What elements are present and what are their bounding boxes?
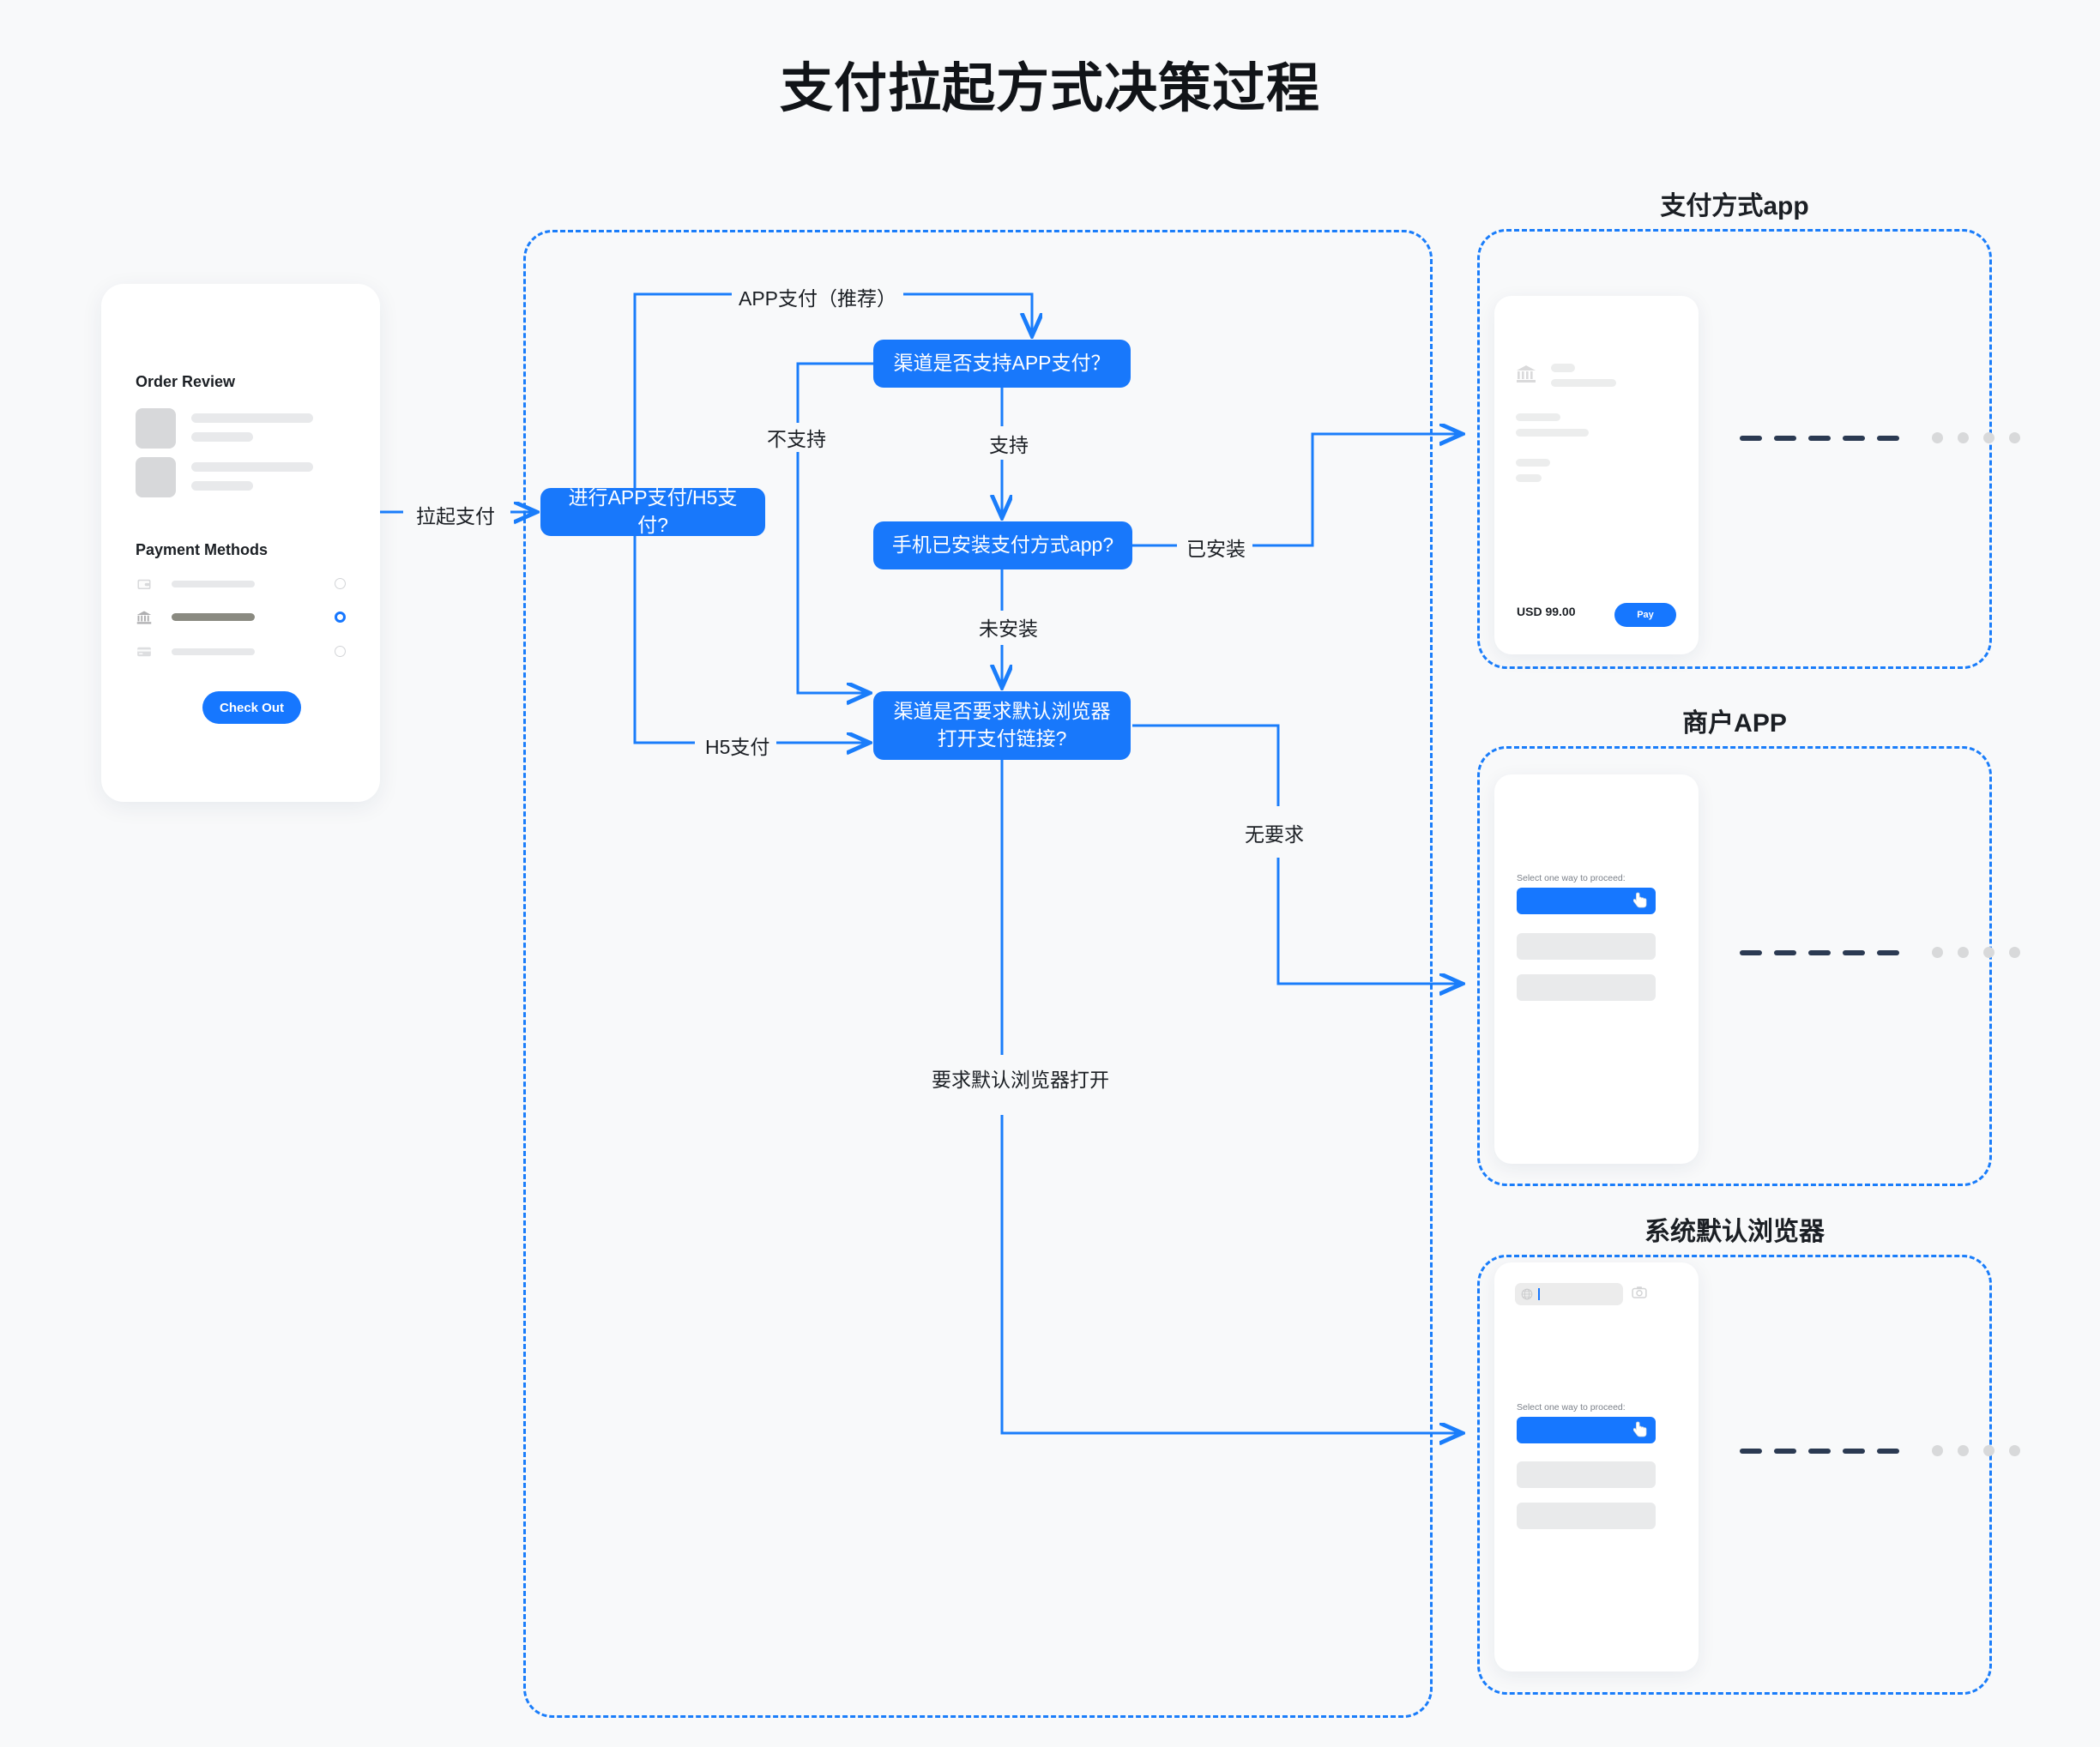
dot [1958, 1445, 1969, 1456]
order-item-line [191, 462, 313, 472]
placeholder-line [1516, 459, 1550, 467]
decorative-dashes-dots-payapp [1740, 432, 2035, 443]
edge-label-no-requirement: 无要求 [1238, 818, 1311, 847]
primary-option-button[interactable] [1517, 888, 1656, 914]
dash [1877, 435, 1899, 441]
payment-methods-title: Payment Methods [136, 541, 269, 558]
flow-node-start[interactable]: 进行APP支付/H5支付? [540, 486, 765, 536]
placeholder-line [1551, 379, 1616, 387]
dot [2009, 947, 2020, 958]
payment-method-radio[interactable] [335, 578, 346, 589]
payment-method-row[interactable] [136, 642, 346, 663]
placeholder-line [1516, 429, 1589, 437]
dash [1808, 1448, 1831, 1454]
wallet-icon [137, 579, 151, 589]
primary-option-button[interactable] [1517, 1417, 1656, 1443]
flow-node-app-installed[interactable]: 手机已安装支付方式app? [873, 521, 1132, 569]
mchapp-phone-mockup: Select one way to proceed: [1494, 774, 1699, 1164]
dash [1740, 949, 1762, 955]
option-row[interactable] [1517, 933, 1656, 960]
edge-label-not-support: 不支持 [760, 423, 833, 452]
payment-method-radio-selected[interactable] [335, 611, 346, 623]
order-item-line [191, 432, 253, 442]
payment-method-row[interactable] [136, 575, 346, 595]
edge-label-installed: 已安装 [1180, 533, 1252, 562]
camera-icon[interactable] [1632, 1285, 1647, 1300]
globe-icon [1521, 1288, 1533, 1300]
pay-button[interactable]: Pay [1614, 603, 1676, 627]
dot [1983, 432, 1994, 443]
order-item-thumbnail [136, 408, 176, 449]
option-row[interactable] [1517, 974, 1656, 1001]
payment-method-label [172, 581, 255, 587]
address-bar[interactable] [1515, 1283, 1623, 1305]
browser-phone-mockup: Select one way to proceed: [1494, 1262, 1699, 1672]
placeholder-line [1516, 413, 1560, 421]
dot [1932, 432, 1943, 443]
placeholder-line [1516, 474, 1542, 482]
panel-label-browser: 系统默认浏览器 [1644, 1218, 1825, 1246]
dash [1877, 1448, 1899, 1454]
panel-container-payapp [1477, 229, 1992, 669]
edge-label-app-pay: APP支付（推荐） [732, 282, 904, 311]
decorative-dashes-dots-browser [1740, 1445, 2035, 1456]
flow-group-container [523, 230, 1433, 1718]
dash [1843, 1448, 1865, 1454]
dash [1808, 949, 1831, 955]
text-caret [1538, 1288, 1540, 1300]
dash [1774, 949, 1796, 955]
flow-node-default-browser[interactable]: 渠道是否要求默认浏览器打开支付链接? [873, 691, 1131, 760]
payment-method-row[interactable] [136, 608, 346, 629]
card-icon [137, 647, 151, 657]
dot [1958, 947, 1969, 958]
panel-label-payapp: 支付方式app [1660, 192, 1809, 220]
panel-label-mchapp: 商户APP [1682, 709, 1787, 738]
bank-icon [136, 611, 152, 624]
dot [1932, 947, 1943, 958]
edge-label-require-default-browser: 要求默认浏览器打开 [925, 1063, 1116, 1093]
placeholder-line [1551, 364, 1575, 372]
payment-method-label [172, 613, 255, 621]
decorative-dashes-dots-mchapp [1740, 947, 2035, 958]
edge-label-support: 支持 [982, 429, 1035, 458]
check-out-button[interactable]: Check Out [202, 691, 301, 724]
order-item-line [191, 481, 253, 491]
dash [1877, 949, 1899, 955]
dot [2009, 432, 2020, 443]
option-row[interactable] [1517, 1503, 1656, 1529]
dot [1958, 432, 1969, 443]
order-item-thumbnail [136, 457, 176, 497]
edge-label-h5-pay: H5支付 [698, 731, 777, 760]
dash [1774, 1448, 1796, 1454]
panel-container-browser [1477, 1255, 1992, 1695]
dash [1740, 435, 1762, 441]
dash [1843, 435, 1865, 441]
dot [2009, 1445, 2020, 1456]
cursor-pointer-icon [1633, 1421, 1647, 1437]
bank-icon [1517, 365, 1536, 383]
dash [1843, 949, 1865, 955]
panel-container-mchapp [1477, 746, 1992, 1186]
option-row[interactable] [1517, 1461, 1656, 1488]
dash [1774, 435, 1796, 441]
edge-label-not-installed: 未安装 [972, 612, 1045, 642]
payapp-phone-mockup: USD 99.00 Pay [1494, 296, 1699, 654]
dot [1983, 1445, 1994, 1456]
order-item-line [191, 413, 313, 423]
edge-label-entry: 拉起支付 [409, 500, 502, 529]
order-review-title: Order Review [136, 373, 236, 390]
page-title: 支付拉起方式决策过程 [779, 59, 1320, 118]
cursor-pointer-icon [1633, 892, 1647, 908]
checkout-phone-mockup: Order Review Payment Methods [101, 284, 380, 802]
dash [1808, 435, 1831, 441]
payment-method-radio[interactable] [335, 646, 346, 657]
payment-method-label [172, 648, 255, 655]
dot [1983, 947, 1994, 958]
dash [1740, 1448, 1762, 1454]
amount-text: USD 99.00 [1517, 605, 1576, 618]
dot [1932, 1445, 1943, 1456]
select-prompt: Select one way to proceed: [1517, 1402, 1626, 1413]
select-prompt: Select one way to proceed: [1517, 873, 1626, 883]
flow-node-support-app-pay[interactable]: 渠道是否支持APP支付？ [873, 340, 1131, 388]
